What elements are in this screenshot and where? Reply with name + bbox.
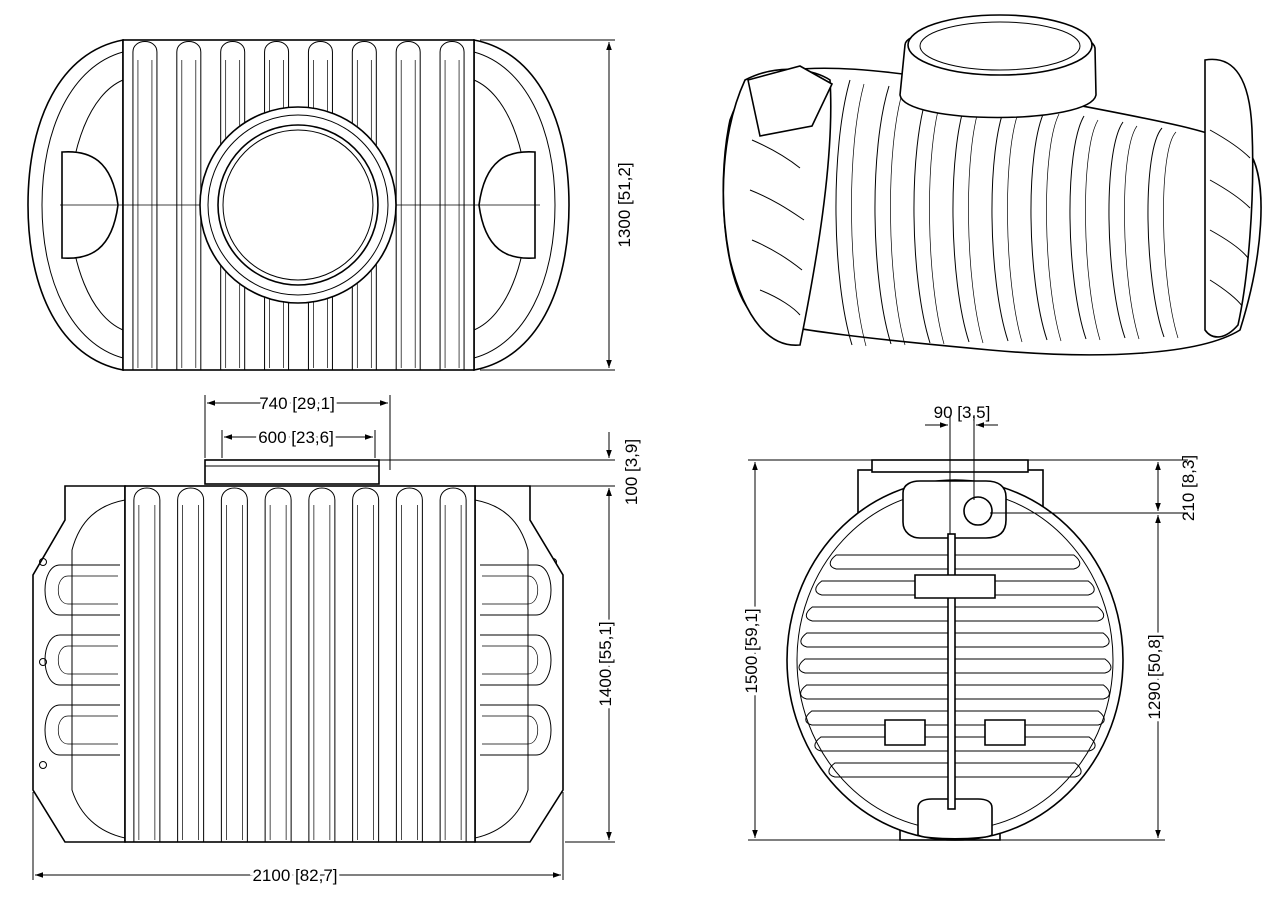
lobe	[482, 645, 539, 675]
lobe	[480, 564, 552, 616]
side-right-endcap	[474, 485, 564, 843]
rib	[874, 85, 892, 345]
iso-left-endcap	[722, 68, 832, 346]
rib	[890, 89, 906, 346]
lobe	[480, 634, 552, 686]
bolt-hole	[39, 761, 47, 769]
iso-right-endcap	[1204, 58, 1254, 338]
rib	[968, 101, 984, 344]
dim-height-label: 1300 [51,2]	[615, 162, 634, 247]
rib	[805, 606, 1105, 622]
rib	[177, 487, 205, 842]
dim-neck-height-label: 100 [3,9]	[622, 439, 641, 505]
side-body	[124, 485, 476, 843]
bolt-hole	[39, 558, 47, 566]
lobe	[44, 564, 120, 616]
end-view: 90 [3,5] 210 [8,3] 1500 [59,1] 1290 [50,…	[739, 403, 1198, 841]
lobe	[44, 704, 120, 756]
side-view: 740 [29,1] 600 [23,6] 100 [3,9] 1400 [55…	[32, 391, 641, 888]
rib	[1108, 121, 1126, 339]
rib	[828, 762, 1082, 778]
rib	[1030, 109, 1048, 341]
isometric-view	[722, 14, 1262, 356]
rib	[798, 658, 1112, 674]
rib	[913, 91, 931, 344]
end-bottom-pocket	[917, 798, 993, 840]
rib	[835, 79, 853, 346]
rib	[439, 487, 467, 842]
end-center-seam	[947, 533, 956, 810]
lobe	[44, 634, 120, 686]
rib	[351, 41, 377, 370]
rib	[991, 103, 1009, 342]
rib	[352, 487, 380, 842]
rib	[307, 41, 333, 370]
rib	[929, 95, 945, 345]
rib	[1124, 125, 1140, 340]
dim-inner-height-label: 1290 [50,8]	[1145, 634, 1164, 719]
lobe	[57, 715, 118, 745]
rib	[220, 41, 246, 370]
dim-total-height-label: 1500 [59,1]	[742, 608, 761, 693]
manhole-opening	[217, 124, 379, 286]
end-port	[963, 496, 993, 526]
rib	[1085, 119, 1101, 341]
rib	[1069, 115, 1087, 340]
dim-neck-inner-label: 600 [23,6]	[258, 428, 334, 447]
side-left-endcap	[32, 485, 126, 843]
rib	[1007, 107, 1023, 343]
dim-body-height-label: 1400 [55,1]	[596, 621, 615, 706]
rib	[264, 41, 290, 370]
lobe	[482, 575, 539, 605]
rib	[1163, 131, 1179, 339]
rib	[805, 710, 1105, 726]
rib	[829, 554, 1081, 570]
rib	[395, 487, 423, 842]
bolt-hole	[39, 658, 47, 666]
rib	[395, 41, 421, 370]
dim-neck-outer-label: 740 [29,1]	[259, 394, 335, 413]
rib	[952, 97, 970, 343]
rib	[851, 83, 867, 347]
rib	[815, 580, 1095, 596]
iso-lid	[907, 14, 1093, 76]
dim-length-label: 2100 [82,7]	[252, 866, 337, 885]
rib	[814, 736, 1096, 752]
rib	[1147, 127, 1165, 338]
rib	[439, 41, 465, 370]
rib	[220, 487, 248, 842]
rib	[264, 487, 292, 842]
rib	[800, 632, 1110, 648]
rib	[1046, 113, 1062, 342]
lobe	[57, 645, 118, 675]
lobe	[482, 715, 539, 745]
rib	[800, 684, 1110, 700]
rib	[176, 41, 202, 370]
iso-left-handle	[747, 65, 834, 137]
rib	[133, 487, 161, 842]
top-view: 1300 [51,2]	[27, 39, 634, 371]
rib	[132, 41, 158, 370]
lobe	[480, 704, 552, 756]
lobe	[57, 575, 118, 605]
dim-top-offset-label: 210 [8,3]	[1179, 455, 1198, 521]
dim-offset-label: 90 [3,5]	[934, 403, 991, 422]
side-neck	[204, 459, 380, 485]
rib	[308, 487, 336, 842]
